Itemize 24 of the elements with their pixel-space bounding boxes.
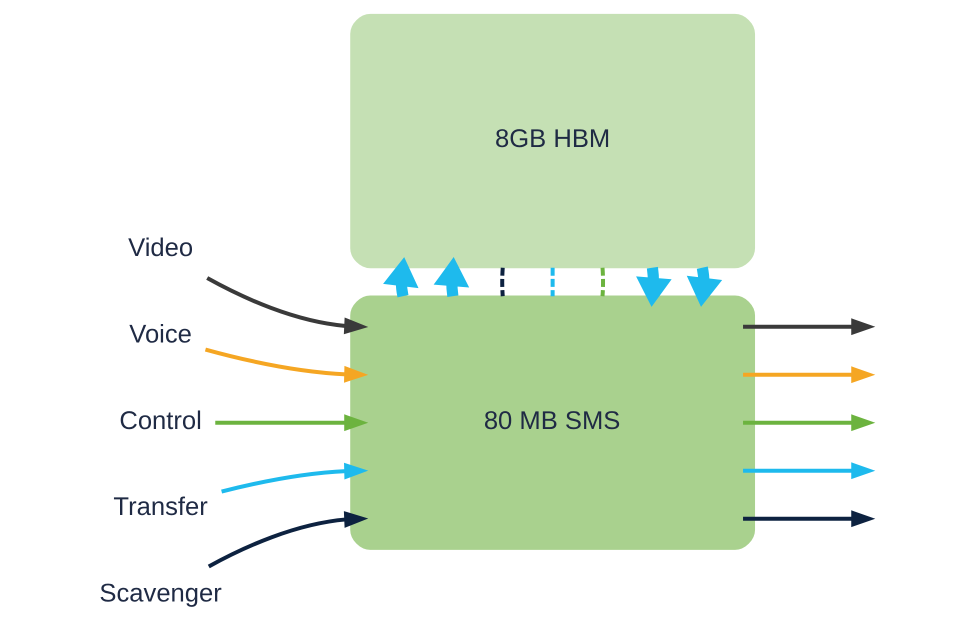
arrow [743,414,876,432]
node-text: Scavenger [99,580,222,608]
arrow [204,348,368,383]
node-text: Transfer [113,493,208,522]
arrow [743,510,876,528]
arrow [434,257,470,297]
arrow [743,462,876,480]
node-box: 80 MB SMS [350,296,756,550]
arrow [686,266,722,307]
arrow [636,266,672,307]
arrow [208,511,368,568]
node-text: Voice [129,320,192,348]
node-text: Video [128,234,194,262]
arrow [221,462,368,494]
arrow [215,414,368,432]
arrow [206,276,368,334]
arrow [743,318,876,336]
connector [550,268,555,296]
arrow [743,366,876,384]
connector [500,268,505,296]
arrow [383,257,419,298]
connector [600,268,606,296]
node-text: Control [119,406,202,435]
node-box: 8GB HBM [350,14,756,268]
